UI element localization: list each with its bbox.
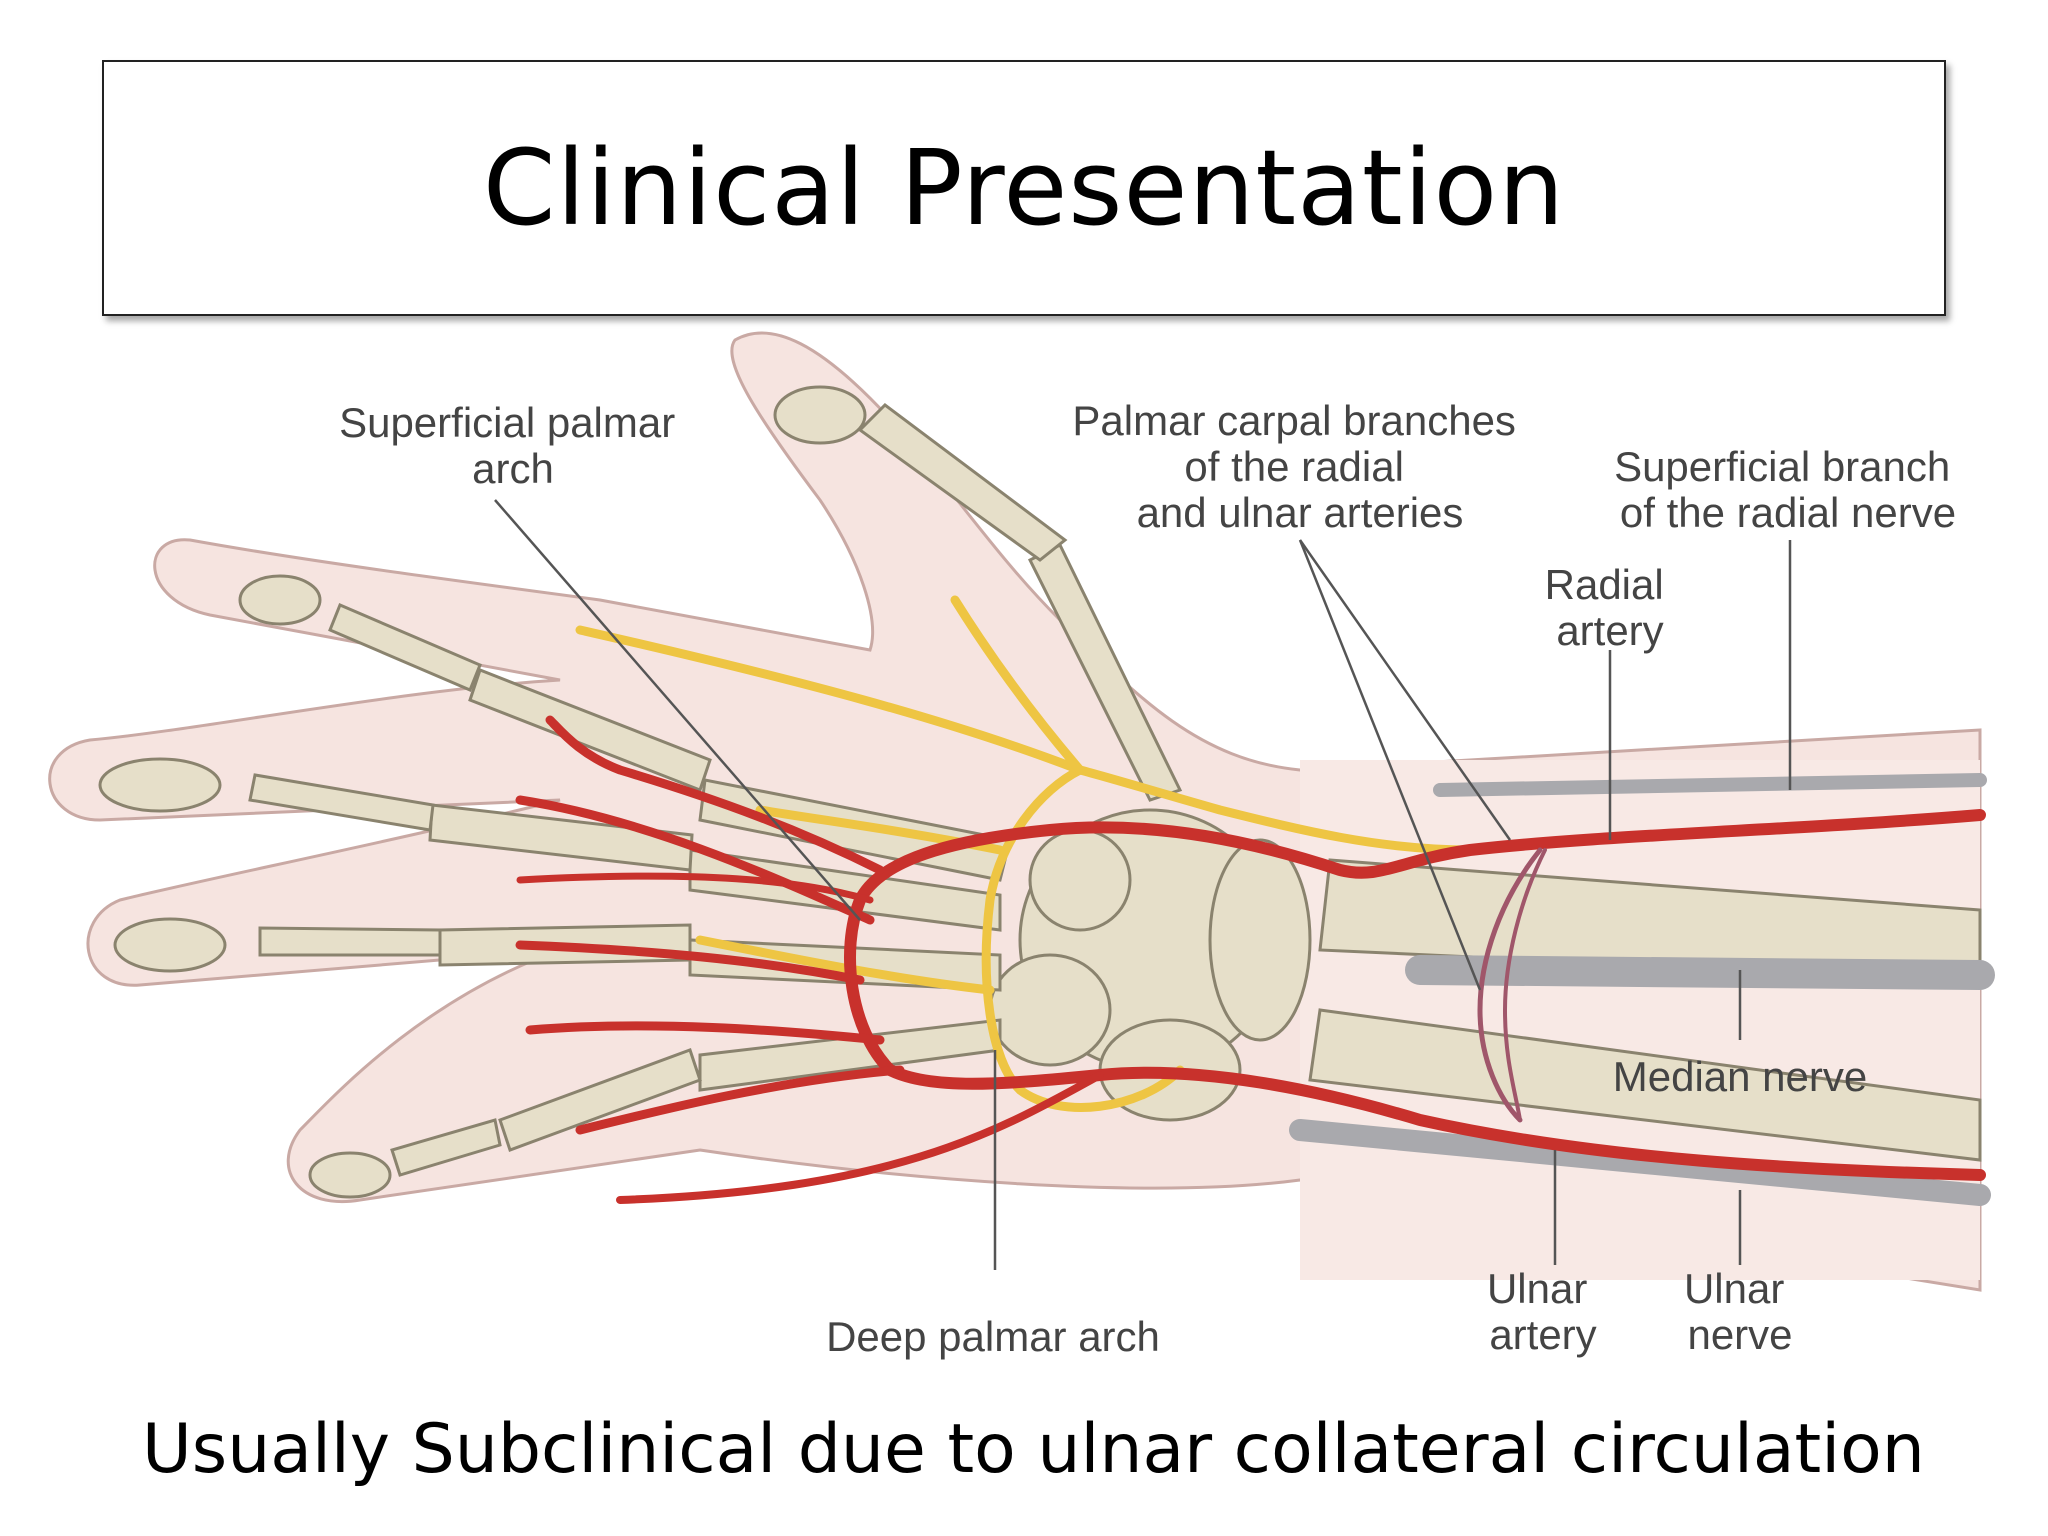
bones (98, 385, 1982, 1199)
title-box: Clinical Presentation (102, 60, 1946, 316)
slide-title: Clinical Presentation (482, 127, 1566, 249)
slide-caption: Usually Subclinical due to ulnar collate… (142, 1410, 1925, 1489)
label-median-nerve: Median nerve (1613, 1053, 1867, 1100)
label-ulnar-nerve: Ulnar nerve (1684, 1265, 1796, 1358)
arteries (515, 715, 1986, 1204)
label-ulnar-artery: Ulnar artery (1487, 1265, 1599, 1358)
label-superficial-branch-radial-nerve: Superficial branch of the radial nerve (1614, 443, 1962, 536)
gray-nerves (1289, 773, 1995, 1206)
leader-lines (494, 499, 1792, 1270)
label-superficial-palmar-arch: Superficial palmar arch (339, 399, 687, 492)
diagram-labels: Superficial palmar arch Palmar carpal br… (339, 397, 1962, 1360)
label-palmar-carpal-branches: Palmar carpal branches of the radial and… (1072, 397, 1527, 536)
label-radial-artery: Radial artery (1545, 561, 1676, 654)
label-deep-palmar-arch: Deep palmar arch (826, 1313, 1160, 1360)
hand-anatomy-diagram: Superficial palmar arch Palmar carpal br… (48, 331, 1995, 1360)
